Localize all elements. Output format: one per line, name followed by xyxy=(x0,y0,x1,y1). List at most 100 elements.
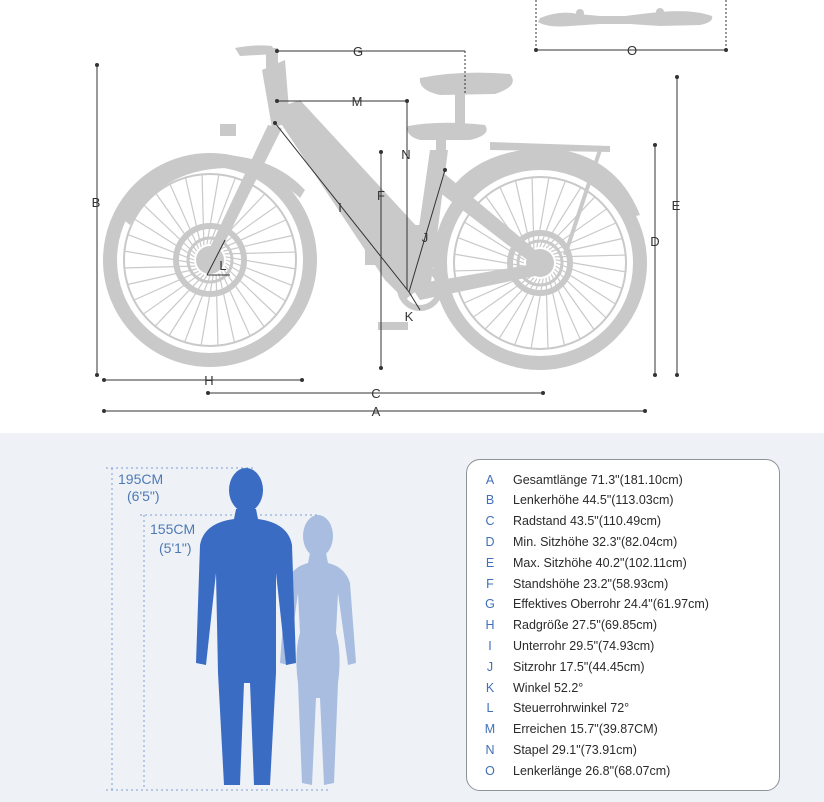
spoke xyxy=(221,219,287,250)
dim-label-h: H xyxy=(204,373,213,388)
spoke xyxy=(472,275,532,318)
spoke xyxy=(548,208,608,251)
bike-geometry-svg: A B C D E F G H I J K L M N O xyxy=(92,0,728,419)
spec-letter: I xyxy=(488,638,492,653)
spoke xyxy=(531,177,535,249)
dim-label-n: N xyxy=(401,147,410,162)
spoke xyxy=(154,274,205,327)
spec-letter: N xyxy=(485,742,495,757)
spoke xyxy=(550,274,581,340)
spoke xyxy=(554,254,626,258)
spoke xyxy=(184,275,211,343)
spokes xyxy=(124,174,626,349)
spoke xyxy=(551,222,617,253)
spec-text: Max. Sitzhöhe 40.2"(102.11cm) xyxy=(513,555,687,570)
spec-row-b: B Lenkerhöhe 44.5"(113.03cm) xyxy=(467,490,779,511)
spoke xyxy=(548,276,566,346)
battery xyxy=(365,225,420,265)
spec-letter: C xyxy=(485,514,495,529)
spec-letter: B xyxy=(485,493,495,508)
spec-text: Lenkerlänge 26.8"(68.07cm) xyxy=(513,763,671,778)
spec-text: Radgröße 27.5"(69.85cm) xyxy=(513,618,658,633)
spoke xyxy=(169,183,200,249)
tall-rider-figure xyxy=(196,468,296,785)
spoke xyxy=(555,262,623,289)
short-rider-figure xyxy=(280,515,356,785)
spec-letter: M xyxy=(484,722,496,737)
spoke xyxy=(201,174,205,246)
dim-label-k: K xyxy=(405,309,414,324)
bike-illustration xyxy=(103,8,713,370)
crankset xyxy=(397,265,443,311)
dim-label-o: O xyxy=(627,43,637,58)
handlebar-top-view xyxy=(538,8,713,27)
spec-letter: K xyxy=(485,680,495,695)
spoke xyxy=(514,278,541,346)
spoke xyxy=(552,271,595,331)
tall-height-ft: (6'5") xyxy=(127,488,160,504)
spec-text: Steuerrohrwinkel 72° xyxy=(513,701,630,716)
spoke xyxy=(539,180,566,248)
spec-row-c: C Radstand 43.5"(110.49cm) xyxy=(467,511,779,532)
spoke xyxy=(536,177,550,248)
spoke xyxy=(554,268,607,319)
dim-label-e: E xyxy=(672,198,681,213)
headlight xyxy=(220,124,236,136)
spec-text: Lenkerhöhe 44.5"(113.03cm) xyxy=(513,493,674,508)
rear-fender xyxy=(450,148,640,218)
spoke xyxy=(555,259,626,273)
frame-seatstay xyxy=(430,170,545,266)
dim-label-g: G xyxy=(353,44,363,59)
dim-label-d: D xyxy=(650,234,659,249)
spoke xyxy=(514,180,532,250)
spoke xyxy=(133,270,199,301)
dim-label-i: I xyxy=(338,200,342,215)
spec-text: Sitzrohr 17.5"(44.45cm) xyxy=(513,659,645,674)
spec-letter: F xyxy=(486,576,494,591)
spoke xyxy=(134,218,195,258)
spoke xyxy=(143,204,196,255)
stem xyxy=(266,48,278,68)
dimension-lines xyxy=(95,0,728,413)
spec-row-n: N Stapel 29.1"(73.91cm) xyxy=(467,739,779,760)
spoke xyxy=(155,192,198,252)
spoke xyxy=(218,273,236,343)
pedal xyxy=(378,322,408,330)
dim-label-f: F xyxy=(377,188,385,203)
spec-text: Gesamtlänge 71.3"(181.10cm) xyxy=(513,472,683,487)
tall-height-cm: 195CM xyxy=(118,471,163,487)
spoke xyxy=(124,265,196,269)
spoke xyxy=(555,265,616,305)
spoke xyxy=(223,234,293,252)
spec-text: Min. Sitzhöhe 32.3"(82.04cm) xyxy=(513,534,678,549)
handlebar-side xyxy=(235,45,276,56)
spoke xyxy=(184,177,202,247)
spoke xyxy=(168,275,208,336)
seat-low xyxy=(407,122,487,140)
spec-text: Stapel 29.1"(73.91cm) xyxy=(513,742,637,757)
spoke xyxy=(220,271,251,337)
dim-label-a: A xyxy=(372,404,381,419)
spec-letter: G xyxy=(485,597,495,612)
fork xyxy=(205,125,282,262)
spoke xyxy=(530,278,544,349)
spoke xyxy=(457,237,525,264)
spoke xyxy=(142,272,202,315)
spoke xyxy=(224,265,277,316)
spoke xyxy=(200,275,214,346)
spec-text: Radstand 43.5"(110.49cm) xyxy=(513,514,662,529)
height-scale-lines xyxy=(106,467,330,791)
bike-geometry-diagram: A B C D E F G H I J K L M N O xyxy=(91,0,728,419)
rear-rack xyxy=(490,142,610,152)
spec-text: Unterrohr 29.5"(74.93cm) xyxy=(513,638,655,653)
